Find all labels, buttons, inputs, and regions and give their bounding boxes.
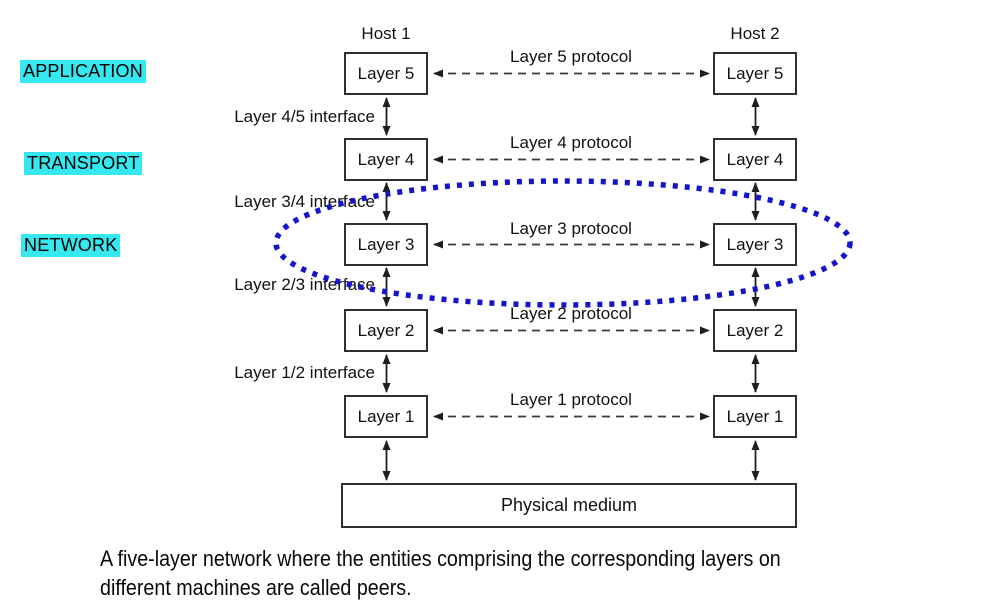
host2-title: Host 2 [730,24,780,43]
interface-1-2-label: Layer 1/2 interface [234,363,375,382]
layer4-protocol-label: Layer 4 protocol [510,133,632,152]
host2-layer4-box: Layer 4 [713,138,797,181]
host2-layer2-box: Layer 2 [713,309,797,352]
host2-layer5-box: Layer 5 [713,52,797,95]
host1-title: Host 1 [361,24,411,43]
figure-caption-line2: different machines are called peers. [100,575,412,600]
layer3-protocol-label: Layer 3 protocol [510,219,632,238]
side-label-transport: TRANSPORT [24,152,143,175]
figure-caption-line1: A five-layer network where the entities … [100,546,781,571]
side-label-network: NETWORK [21,234,121,257]
figure-caption: A five-layer network where the entities … [100,544,781,602]
layer1-protocol-label: Layer 1 protocol [510,390,632,409]
layer5-protocol-label: Layer 5 protocol [510,47,632,66]
host2-layer3-box: Layer 3 [713,223,797,266]
interface-3-4-label: Layer 3/4 interface [234,192,375,211]
side-label-application: APPLICATION [20,60,146,83]
host1-layer1-box: Layer 1 [344,395,428,438]
interface-2-3-label: Layer 2/3 interface [234,275,375,294]
host1-layer5-box: Layer 5 [344,52,428,95]
interface-4-5-label: Layer 4/5 interface [234,107,375,126]
host2-layer1-box: Layer 1 [713,395,797,438]
layer2-protocol-label: Layer 2 protocol [510,304,632,323]
physical-medium-box: Physical medium [341,483,797,528]
host1-layer2-box: Layer 2 [344,309,428,352]
host1-layer3-box: Layer 3 [344,223,428,266]
host1-layer4-box: Layer 4 [344,138,428,181]
protocol-arrows [433,69,710,421]
